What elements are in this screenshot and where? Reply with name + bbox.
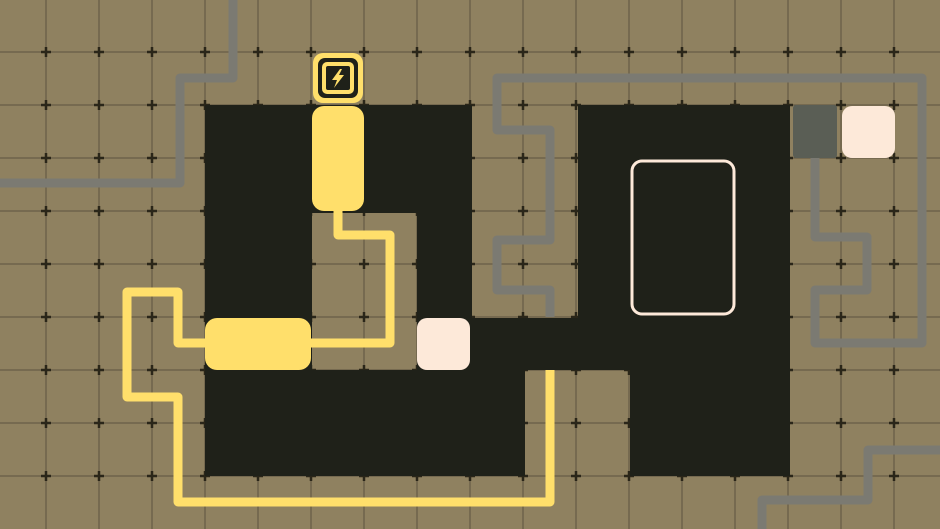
- grid-cross: [41, 312, 51, 322]
- grid-cross: [41, 259, 51, 269]
- grid-cross: [836, 259, 846, 269]
- grid-cross: [147, 47, 157, 57]
- wire-pill-loop: [122, 287, 555, 507]
- grid-cross: [41, 471, 51, 481]
- wire-battery-to-pill: [305, 205, 395, 348]
- grid-cross: [677, 47, 687, 57]
- wire-top-left: [0, 0, 238, 188]
- grid-cross: [200, 47, 210, 57]
- grid-cross: [94, 153, 104, 163]
- lightning-bolt-icon: [332, 69, 344, 88]
- grid-cross: [836, 100, 846, 110]
- grid-cross: [147, 471, 157, 481]
- grid-cross: [94, 418, 104, 428]
- grid-cross: [836, 312, 846, 322]
- battery-block-vertical[interactable]: [312, 106, 364, 211]
- light-tile[interactable]: [842, 106, 895, 158]
- grid-cross: [518, 206, 528, 216]
- grid-cross: [836, 153, 846, 163]
- grid-cross: [465, 47, 475, 57]
- grid-cross: [41, 365, 51, 375]
- grid-cross: [94, 206, 104, 216]
- target-outline: [630, 159, 736, 316]
- inactive-node[interactable]: [793, 105, 837, 158]
- grid-cross: [889, 100, 899, 110]
- grid-cross: [359, 259, 369, 269]
- grid-cross: [836, 365, 846, 375]
- grid-cross: [147, 365, 157, 375]
- grid-cross: [571, 418, 581, 428]
- grid-cross: [518, 259, 528, 269]
- grid-cross: [889, 153, 899, 163]
- grid-cross: [836, 206, 846, 216]
- grid-cross: [836, 47, 846, 57]
- grid-cross: [94, 365, 104, 375]
- grid-cross: [889, 259, 899, 269]
- grid-cross: [41, 153, 51, 163]
- grid-cross: [147, 153, 157, 163]
- light-tile[interactable]: [417, 318, 470, 370]
- grid-cross: [41, 418, 51, 428]
- grid-cross: [147, 259, 157, 269]
- grid-cross: [836, 418, 846, 428]
- grid-cross: [518, 100, 528, 110]
- grid-cross: [624, 47, 634, 57]
- grid-cross: [889, 312, 899, 322]
- powered-wires: [122, 205, 555, 507]
- grid-cross: [306, 47, 316, 57]
- grid-cross: [94, 312, 104, 322]
- grid-cross: [836, 471, 846, 481]
- power-source[interactable]: [313, 53, 363, 103]
- grid-cross: [94, 259, 104, 269]
- grid-cross: [359, 47, 369, 57]
- grid-cross: [41, 47, 51, 57]
- grid-cross: [889, 47, 899, 57]
- wire-bottom-right: [757, 445, 940, 529]
- grid-cross: [730, 47, 740, 57]
- grid-cross: [518, 153, 528, 163]
- grid-cross: [253, 47, 263, 57]
- grid-cross: [889, 471, 899, 481]
- grid-cross: [41, 100, 51, 110]
- grid-cross: [889, 365, 899, 375]
- grid-cross: [94, 100, 104, 110]
- grid-cross: [94, 47, 104, 57]
- grid-cross: [147, 312, 157, 322]
- grid-cross: [783, 47, 793, 57]
- grid-cross: [889, 418, 899, 428]
- grid-cross: [571, 47, 581, 57]
- grid-cross: [147, 418, 157, 428]
- grid-cross: [147, 100, 157, 110]
- grid-cross: [571, 471, 581, 481]
- grid-cross: [41, 206, 51, 216]
- grid-cross: [518, 47, 528, 57]
- grid-cross: [94, 471, 104, 481]
- grid-cross: [889, 206, 899, 216]
- battery-block-horizontal[interactable]: [205, 318, 311, 370]
- grid-cross: [147, 206, 157, 216]
- grid-cross: [412, 47, 422, 57]
- grid-cross: [359, 312, 369, 322]
- wire-middle-loop: [492, 73, 927, 348]
